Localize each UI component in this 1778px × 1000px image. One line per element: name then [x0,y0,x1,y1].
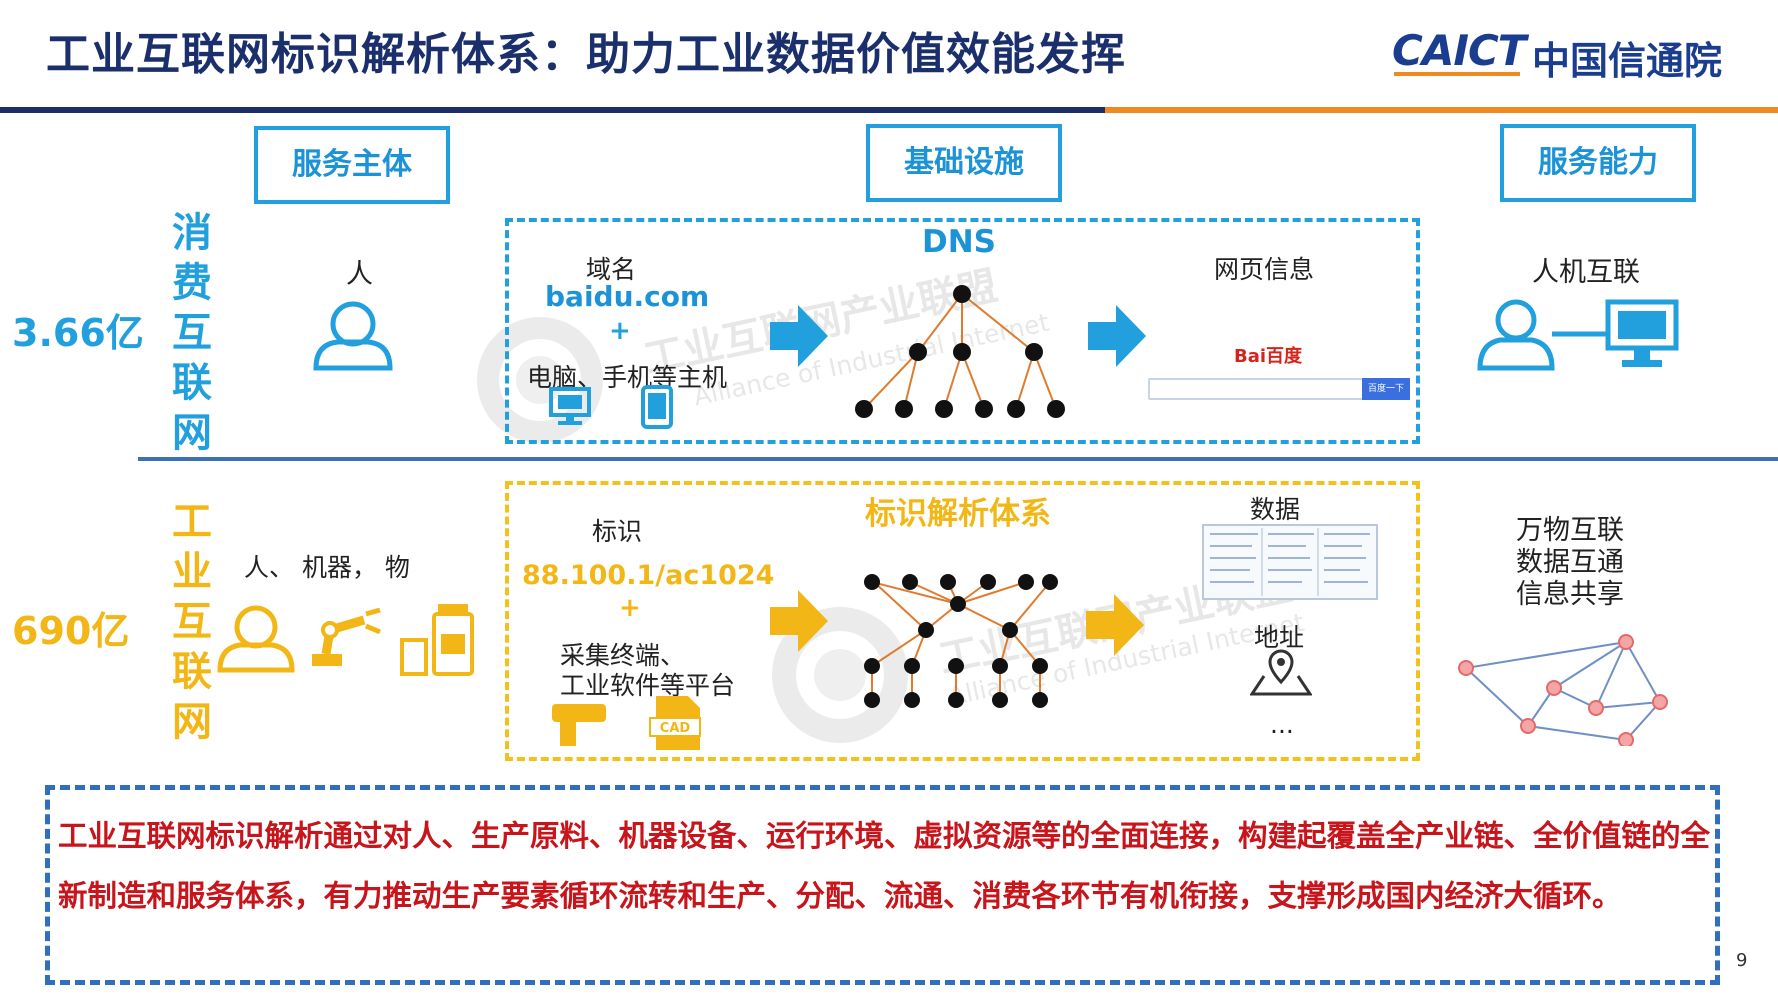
logo-underline [1394,72,1520,76]
computer-icon [549,387,591,425]
dns-tree-diagram [855,285,1065,418]
watermark-gear-icon-2 [772,607,908,743]
arrow-right-icon-gold [770,590,828,652]
industrial-count: 690亿 [12,609,130,653]
identifier-label: 标识 [592,517,643,546]
column-head-infrastructure: 基础设施 [866,124,1062,202]
vert-char: 互 [172,310,212,356]
vert-char: 网 [172,410,212,456]
identifier-system-title: 标识解析体系 [865,496,1051,532]
person-icon [313,301,393,371]
arrow-right-icon [1088,305,1146,367]
consumer-plus: + [609,316,631,346]
search-box [1148,378,1366,400]
column-head-service-subject: 服务主体 [254,126,450,204]
page-title: 工业互联网标识解析体系：助力工业数据价值效能发挥 [46,29,1126,80]
column-head-service-capability: 服务能力 [1500,124,1696,202]
vert-char: 消 [172,210,212,256]
more-output-label: ... [1270,710,1294,739]
arrow-right-icon [770,305,828,367]
domain-value: baidu.com [545,280,710,313]
arrow-right-icon-gold [1086,594,1144,656]
consumer-count: 3.66亿 [12,311,144,355]
vert-char: 网 [172,699,212,745]
baidu-logo: Bai百度 [1234,346,1303,367]
vert-char: 互 [172,599,212,645]
scanner-icon [552,704,606,746]
row-divider [138,457,1778,461]
identifier-resolution-graph [864,574,1058,708]
summary-box [45,785,1720,985]
location-pin-icon [1250,649,1312,696]
network-mesh-icon [1458,634,1668,746]
summary-text: 工业互联网标识解析通过对人、生产原料、机器设备、运行环境、虚拟资源等的全面连接，… [58,819,1711,913]
industrial-plus: + [619,593,641,623]
vert-char: 工 [172,499,212,545]
consumer-capability-label: 人机互联 [1532,257,1640,288]
robot-arm-icon [312,608,381,666]
industrial-capability-1: 万物互联 [1516,515,1624,546]
dns-title: DNS [922,224,997,260]
identifier-value: 88.100.1/ac1024 [522,560,775,591]
header-bar-blue [0,107,1105,113]
vert-char: 费 [172,260,212,306]
domain-label: 域名 [586,255,637,284]
consumer-subject-label: 人 [346,259,373,290]
vert-char: 业 [172,549,212,595]
product-boxes-icon [400,604,474,676]
industrial-internet-vertical-label: 工 业 互 联 网 [168,497,216,747]
header-bar-orange [1105,107,1778,113]
search-button: 百度一下 [1362,378,1410,400]
data-output-label: 数据 [1250,495,1301,524]
caict-logo-text: CAICT [1392,26,1526,75]
person-icon-gold [217,605,295,673]
industrial-subject-label: 人、 机器， 物 [244,553,410,582]
industrial-capability-2: 数据互通 [1516,547,1624,578]
phone-icon [641,385,673,429]
address-output-label: 地址 [1254,623,1305,652]
webpage-info-label: 网页信息 [1214,255,1315,284]
data-table-thumbnail [1202,524,1378,600]
cad-file-icon: CAD [649,696,701,750]
cad-label: CAD [660,721,691,736]
platform-label-1: 采集终端、 [560,641,686,670]
caict-logo-cn: 中国信通院 [1532,39,1723,83]
vert-char: 联 [172,649,212,695]
identifier-resolution-box [505,481,1420,761]
page-number: 9 [1736,950,1748,971]
vert-char: 联 [172,360,212,406]
dns-infrastructure-box [505,218,1420,444]
consumer-internet-vertical-label: 消 费 互 联 网 [168,208,216,458]
industrial-capability-3: 信息共享 [1516,579,1624,610]
platform-label-2: 工业软件等平台 [560,671,736,700]
human-computer-icon [1477,299,1679,371]
